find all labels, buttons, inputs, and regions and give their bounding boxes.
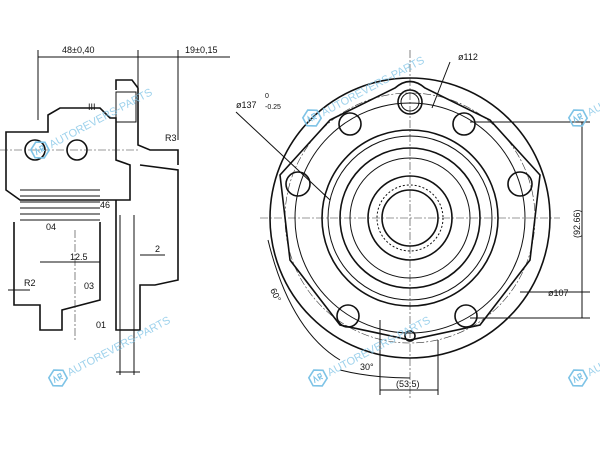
dim-53-5-label: (53.5) (396, 379, 420, 389)
part-04-label: 04 (46, 222, 56, 232)
radius-r3-label: R3 (165, 133, 177, 143)
part-46-label: 46 (100, 200, 110, 210)
dim-width-label: 48±0,40 (62, 45, 94, 55)
tol-lower-label: -0.25 (265, 104, 281, 111)
dim-92-66-label: (92.66) (572, 209, 582, 238)
dia-112-label: ø112 (458, 52, 478, 62)
dim-flange-label: 19±0,15 (185, 45, 217, 55)
svg-text:AUTOREVERS-PARTS: AUTOREVERS-PARTS (585, 54, 600, 119)
angle-60-label: 60° (268, 287, 283, 304)
part-01-label: 01 (96, 320, 106, 330)
detail-label: III (88, 102, 96, 112)
tol-upper-label: 0 (265, 93, 269, 100)
part-03-label: 03 (84, 281, 94, 291)
dim-2-label: 2 (155, 244, 160, 254)
spline-lines (20, 189, 100, 221)
watermark-4: AUTOREVERS-PARTS (45, 314, 172, 391)
angle-30-label: 30° (360, 362, 374, 372)
svg-text:AUTOREVERS-PARTS: AUTOREVERS-PARTS (585, 314, 600, 379)
svg-text:AUTOREVERS-PARTS: AUTOREVERS-PARTS (65, 314, 172, 379)
dim-12-5-label: 12.5 (70, 252, 88, 262)
dia-137-label: ø137 (236, 100, 257, 110)
bolt-holes (285, 89, 533, 342)
watermark-3: AUTOREVERS-PARTS (565, 54, 600, 131)
watermark-6: AUTOREVERS-PARTS (565, 314, 600, 391)
dia-107-label: ø107 (548, 288, 569, 298)
side-section-view (0, 50, 230, 375)
radius-r2-label: R2 (24, 278, 36, 288)
front-view (235, 50, 590, 400)
